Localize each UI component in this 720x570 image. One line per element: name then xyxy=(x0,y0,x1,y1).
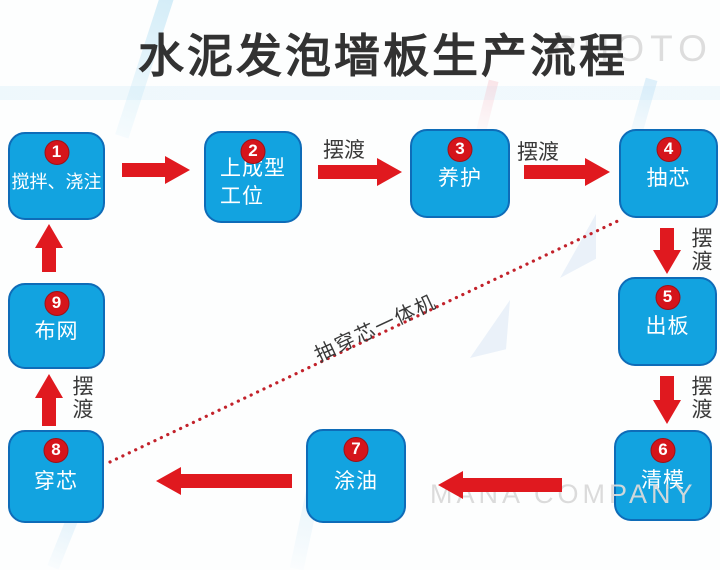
transfer-label-2-3: 摆渡 xyxy=(323,139,365,162)
step-label-8: 穿芯 xyxy=(34,470,78,494)
arrow-step4-to-step5 xyxy=(653,228,681,274)
flow-node-3-curing: 3 养护 xyxy=(410,129,510,218)
arrow-step5-to-step6 xyxy=(653,376,681,424)
flow-node-5-panel-out: 5 出板 xyxy=(618,277,717,366)
arrow-step6-to-step7 xyxy=(438,471,562,499)
arrow-step9-to-step1 xyxy=(35,224,63,272)
step-label-4: 抽芯 xyxy=(646,167,691,191)
arrow-step7-to-step8 xyxy=(156,467,292,495)
background-ghost-shape xyxy=(470,300,510,358)
flow-node-8-core-threading: 8 穿芯 xyxy=(8,430,104,523)
arrow-step8-to-step9 xyxy=(35,374,63,426)
step-number-badge-6: 6 xyxy=(650,438,676,463)
flow-node-1-mixing-pouring: 1 搅拌、浇注 xyxy=(8,132,105,220)
arrow-step1-to-step2 xyxy=(122,156,190,184)
step-label-2: 上成型工位 xyxy=(220,156,286,208)
background-streak xyxy=(475,79,499,136)
step-number-badge-3: 3 xyxy=(447,137,473,162)
step-number-badge-5: 5 xyxy=(655,285,680,310)
step-number-badge-8: 8 xyxy=(43,438,69,463)
step-label-7: 涂油 xyxy=(334,469,378,493)
transfer-label-4-5: 摆渡 xyxy=(689,227,712,273)
transfer-label-5-6: 摆渡 xyxy=(689,375,712,421)
background-ghost-shape xyxy=(560,214,596,278)
transfer-label-8-9: 摆渡 xyxy=(70,375,93,421)
step-label-5: 出板 xyxy=(645,315,690,339)
step-label-9: 布网 xyxy=(34,319,79,343)
flow-node-6-mold-cleaning: 6 清模 xyxy=(614,430,712,521)
step-number-badge-7: 7 xyxy=(343,437,369,462)
step-label-6: 清模 xyxy=(641,469,685,493)
flow-node-2-forming-station: 2 上成型工位 xyxy=(204,131,302,223)
flow-node-7-oiling: 7 涂油 xyxy=(306,429,406,523)
flow-node-9-mesh-laying: 9 布网 xyxy=(8,283,105,369)
flow-node-4-core-pulling: 4 抽芯 xyxy=(619,129,718,218)
step-label-3: 养护 xyxy=(438,167,482,191)
step-number-badge-9: 9 xyxy=(44,291,69,316)
integrated-machine-label: 抽穿芯一体机 xyxy=(311,290,441,367)
step-number-badge-1: 1 xyxy=(44,140,69,165)
page-title: 水泥发泡墙板生产流程 xyxy=(138,30,628,82)
step-number-badge-4: 4 xyxy=(656,137,681,162)
step-label-1: 搅拌、浇注 xyxy=(11,171,102,192)
background-band xyxy=(0,86,720,100)
step-number-badge-2: 2 xyxy=(240,139,266,164)
transfer-label-3-4: 摆渡 xyxy=(517,141,559,164)
